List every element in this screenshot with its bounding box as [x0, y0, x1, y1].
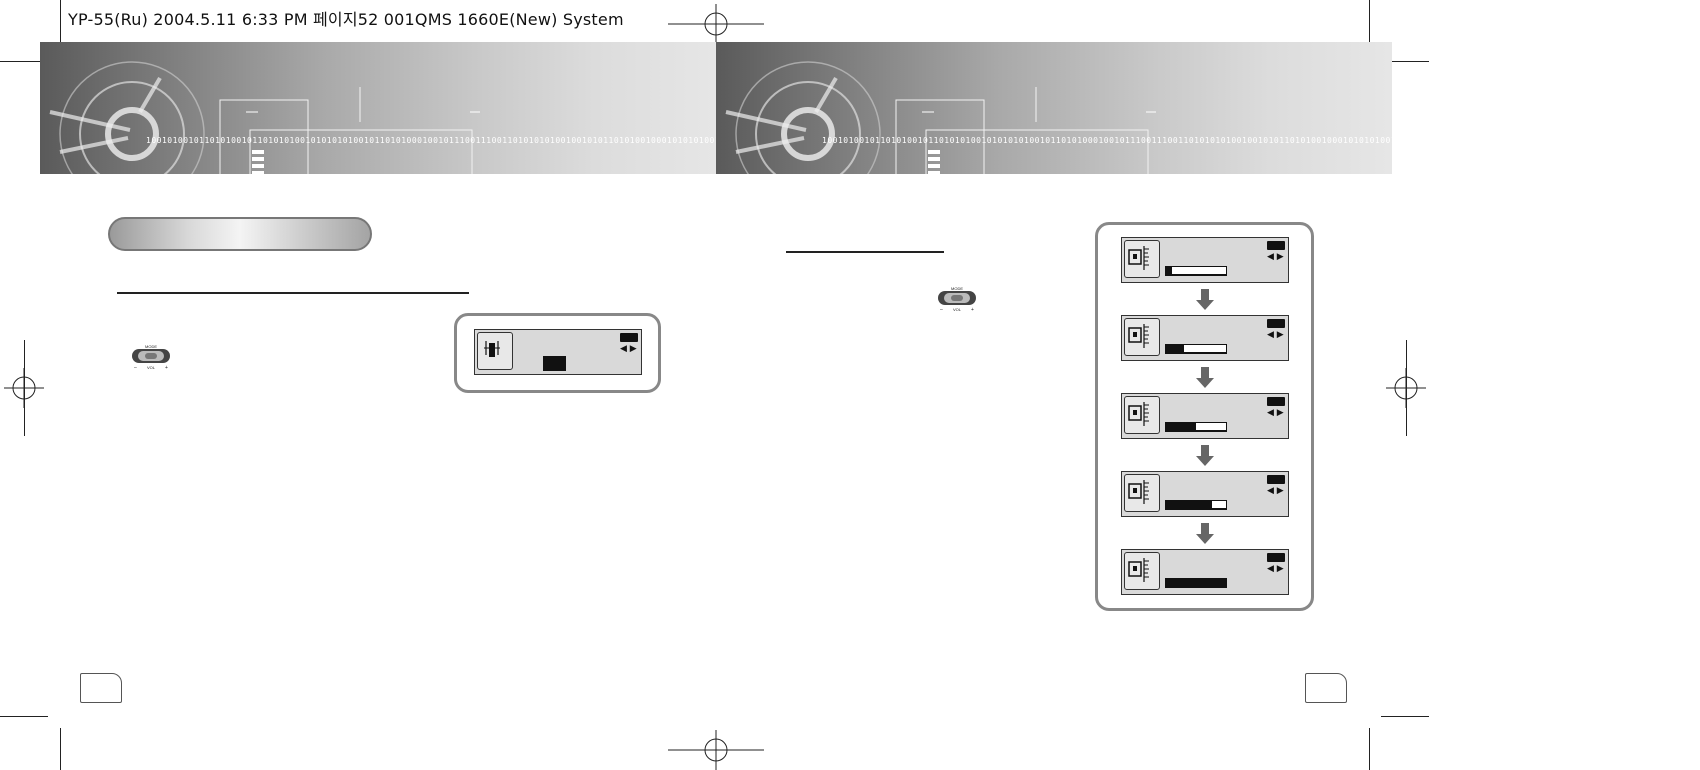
registration-mark-icon: [4, 368, 44, 408]
volume-level-bar: [1165, 422, 1227, 432]
nav-arrows-icon: ◀ ▶: [1267, 252, 1284, 262]
volume-level-fill: [1165, 501, 1212, 508]
page-number-tab-icon: [1305, 673, 1347, 703]
volume-level-fill: [1165, 423, 1196, 430]
volume-icon: [1124, 552, 1160, 590]
crop-mark: [0, 716, 48, 717]
lcd-mode-icon: [477, 332, 513, 370]
heading-underline: [786, 251, 944, 253]
crop-mark: [60, 728, 61, 770]
nav-arrows-icon: ◀ ▶: [1267, 330, 1284, 340]
lcd-screen: ◀ ▶: [1121, 315, 1289, 361]
crop-mark: [60, 0, 61, 48]
mode-vol-button-icon: MODE – VOL +: [132, 344, 170, 370]
print-header: YP-55(Ru) 2004.5.11 6:33 PM 페이지52 001QMS…: [68, 10, 624, 29]
volume-level-bar: [1165, 344, 1227, 354]
volume-level-fill: [1165, 579, 1227, 586]
crop-mark: [1369, 728, 1370, 770]
nav-arrows-icon: ◀ ▶: [1267, 564, 1284, 574]
heading-underline: [117, 292, 469, 294]
svg-text:+: +: [165, 365, 168, 370]
volume-level-bar: [1165, 578, 1227, 588]
battery-icon: [1267, 475, 1285, 484]
svg-text:–: –: [134, 365, 137, 370]
svg-text:–: –: [940, 307, 943, 312]
svg-text:VOL: VOL: [147, 365, 156, 370]
registration-mark-icon: [668, 4, 764, 44]
registration-mark-icon: [1386, 368, 1426, 408]
volume-level-bar: [1165, 500, 1227, 510]
nav-arrows-icon: ◀ ▶: [620, 344, 637, 354]
binary-strip: 1001010010110101001011010101001010101010…: [822, 136, 1392, 145]
down-arrow-icon: [1196, 289, 1214, 310]
crop-mark: [0, 61, 48, 62]
volume-icon: [1124, 396, 1160, 434]
lcd-screen: ◀ ▶: [1121, 471, 1289, 517]
svg-text:VOL: VOL: [953, 307, 962, 312]
lcd-screen: ◀ ▶: [474, 329, 642, 375]
lcd-screen: ◀ ▶: [1121, 393, 1289, 439]
mode-vol-button-icon: MODE – VOL +: [938, 286, 976, 312]
svg-text:+: +: [971, 307, 974, 312]
battery-icon: [620, 333, 638, 342]
lcd-screen: ◀ ▶: [1121, 237, 1289, 283]
volume-sequence-panel: ◀ ▶ ◀ ▶ ◀ ▶ ◀ ▶ ◀ ▶: [1095, 222, 1314, 611]
crop-mark: [1381, 61, 1429, 62]
registration-mark-icon: [668, 730, 764, 770]
battery-icon: [1267, 397, 1285, 406]
header-banner-left: 1001010010110101001011010101001010101010…: [40, 42, 716, 174]
display-panel: ◀ ▶: [454, 313, 661, 393]
svg-text:MODE: MODE: [145, 344, 157, 349]
section-title-pill: [108, 217, 372, 251]
battery-icon: [1267, 553, 1285, 562]
svg-text:MODE: MODE: [951, 286, 963, 291]
crop-mark: [1369, 0, 1370, 48]
battery-icon: [1267, 319, 1285, 328]
volume-level-bar: [1165, 266, 1227, 276]
lcd-value-block: [543, 356, 566, 371]
page-number-tab-icon: [80, 673, 122, 703]
volume-icon: [1124, 474, 1160, 512]
binary-strip: 1001010010110101001011010101001010101010…: [146, 136, 716, 145]
volume-level-fill: [1165, 345, 1184, 352]
volume-icon: [1124, 318, 1160, 356]
down-arrow-icon: [1196, 445, 1214, 466]
header-banner-right: 1001010010110101001011010101001010101010…: [716, 42, 1392, 174]
battery-icon: [1267, 241, 1285, 250]
nav-arrows-icon: ◀ ▶: [1267, 408, 1284, 418]
down-arrow-icon: [1196, 523, 1214, 544]
volume-icon: [1124, 240, 1160, 278]
crop-mark: [1381, 716, 1429, 717]
nav-arrows-icon: ◀ ▶: [1267, 486, 1284, 496]
lcd-screen: ◀ ▶: [1121, 549, 1289, 595]
down-arrow-icon: [1196, 367, 1214, 388]
volume-level-fill: [1165, 267, 1172, 274]
